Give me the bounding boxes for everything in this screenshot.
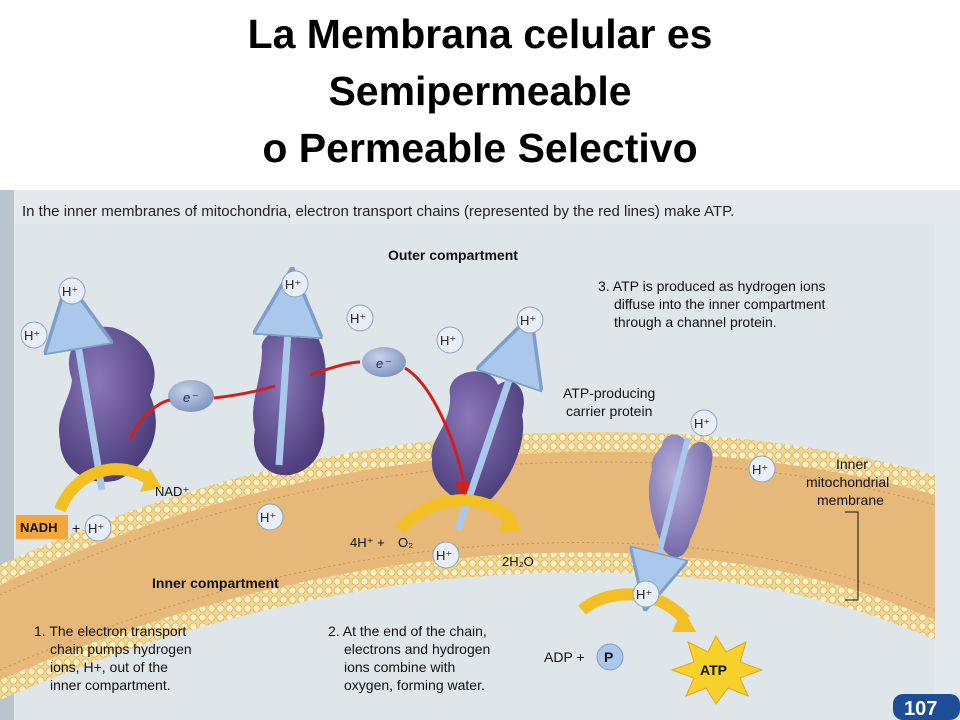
step-3-line: through a channel protein. — [614, 314, 777, 330]
electron-carrier-1 — [168, 380, 214, 412]
transport-protein-2 — [253, 327, 326, 476]
electron-label-2: e⁻ — [376, 356, 391, 371]
proton-pump-arrow-2 — [279, 302, 290, 466]
phosphate-circle — [596, 643, 624, 671]
carrier-label-line: ATP-producing — [563, 385, 655, 401]
slide-title: La Membrana celular es Semipermeable o P… — [0, 6, 960, 177]
step-1-text: 1. The electron transport chain pumps hy… — [34, 623, 196, 693]
membrane-label-line: membrane — [817, 492, 884, 508]
h-ion-label: H⁺ — [88, 521, 104, 536]
transport-protein-1 — [58, 326, 156, 482]
carrier-protein-label: ATP-producing carrier protein — [563, 385, 659, 419]
h-ion-label: H⁺ — [285, 277, 301, 292]
nadh-arrow-head — [140, 468, 162, 492]
h-ion-label: H⁺ — [62, 284, 78, 299]
nadh-box — [16, 515, 68, 539]
page-number-badge — [893, 694, 960, 720]
step-2-line: oxygen, forming water. — [344, 677, 485, 693]
title-line-2: Semipermeable — [328, 68, 632, 114]
electron-label-1: e⁻ — [183, 390, 198, 405]
atp-curved-arrow — [578, 588, 690, 625]
page-number: 107 — [904, 698, 937, 720]
hydrogen-ions: H⁺ H⁺ H⁺ H⁺ H⁺ H⁺ H⁺ H⁺ H⁺ H⁺ H⁺ H⁺ — [20, 270, 776, 608]
h-ion-label: H⁺ — [260, 510, 276, 525]
membrane-label: Inner mitochondrial membrane — [806, 456, 893, 508]
atp-burst — [670, 634, 764, 705]
nad-label: NAD⁺ — [155, 484, 189, 499]
step-2-line: 2. At the end of the chain, — [328, 623, 487, 639]
nadh-label: NADH — [20, 520, 58, 535]
step-2-line: electrons and hydrogen — [344, 641, 490, 657]
nadh-plus: + — [72, 520, 80, 536]
step-1-line: ions, H+, out of the — [50, 659, 168, 675]
step-3-line: diffuse into the inner compartment — [614, 296, 826, 312]
proton-pump-arrow-1 — [73, 315, 102, 491]
h-ion-label: H⁺ — [520, 313, 536, 328]
step-2-text: 2. At the end of the chain, electrons an… — [328, 623, 494, 693]
step-1-line: 1. The electron transport — [34, 623, 186, 639]
membrane-label-line: Inner — [836, 456, 868, 472]
mitochondria-diagram: In the inner membranes of mitochondria, … — [0, 190, 960, 720]
title-line-3: o Permeable Selectivo — [262, 125, 698, 171]
step-3-text: 3. ATP is produced as hydrogen ions diff… — [598, 278, 829, 330]
electron-carrier-2 — [362, 347, 406, 377]
membrane-bracket — [845, 511, 859, 601]
adp-label: ADP + — [544, 649, 585, 665]
water-label: 2H₂O — [502, 554, 534, 569]
water-arrow-head — [498, 508, 522, 532]
proton-channel-arrow — [652, 437, 691, 582]
four-h-label: 4H⁺ + — [350, 535, 385, 550]
h-ion-label: H⁺ — [440, 333, 456, 348]
h-ion-label: H⁺ — [350, 311, 366, 326]
h-ion-label: H⁺ — [436, 548, 452, 563]
electron-path-arrow — [128, 360, 465, 500]
h-ion-label: H⁺ — [694, 416, 710, 431]
step-1-line: inner compartment. — [50, 677, 171, 693]
phosphate-label: P — [604, 649, 613, 665]
step-3-line: 3. ATP is produced as hydrogen ions — [598, 278, 826, 294]
water-curved-arrow — [395, 494, 517, 535]
figure-caption: In the inner membranes of mitochondria, … — [22, 203, 734, 220]
carrier-label-line: carrier protein — [566, 403, 652, 419]
h-ion-label: H⁺ — [752, 462, 768, 477]
atp-arrow-head — [672, 608, 696, 632]
atp-label: ATP — [700, 662, 727, 678]
inner-compartment-label: Inner compartment — [152, 575, 279, 591]
outer-compartment-label: Outer compartment — [388, 247, 518, 263]
membrane-label-line: mitochondrial — [806, 474, 889, 490]
title-line-1: La Membrana celular es — [247, 11, 713, 57]
h-ion-label: H⁺ — [636, 587, 652, 602]
nadh-curved-arrow — [54, 463, 154, 513]
step-2-line: ions combine with — [344, 659, 455, 675]
step-1-line: chain pumps hydrogen — [50, 641, 192, 657]
oxygen-label: O₂ — [398, 535, 413, 550]
h-ion-label: H⁺ — [24, 328, 40, 343]
